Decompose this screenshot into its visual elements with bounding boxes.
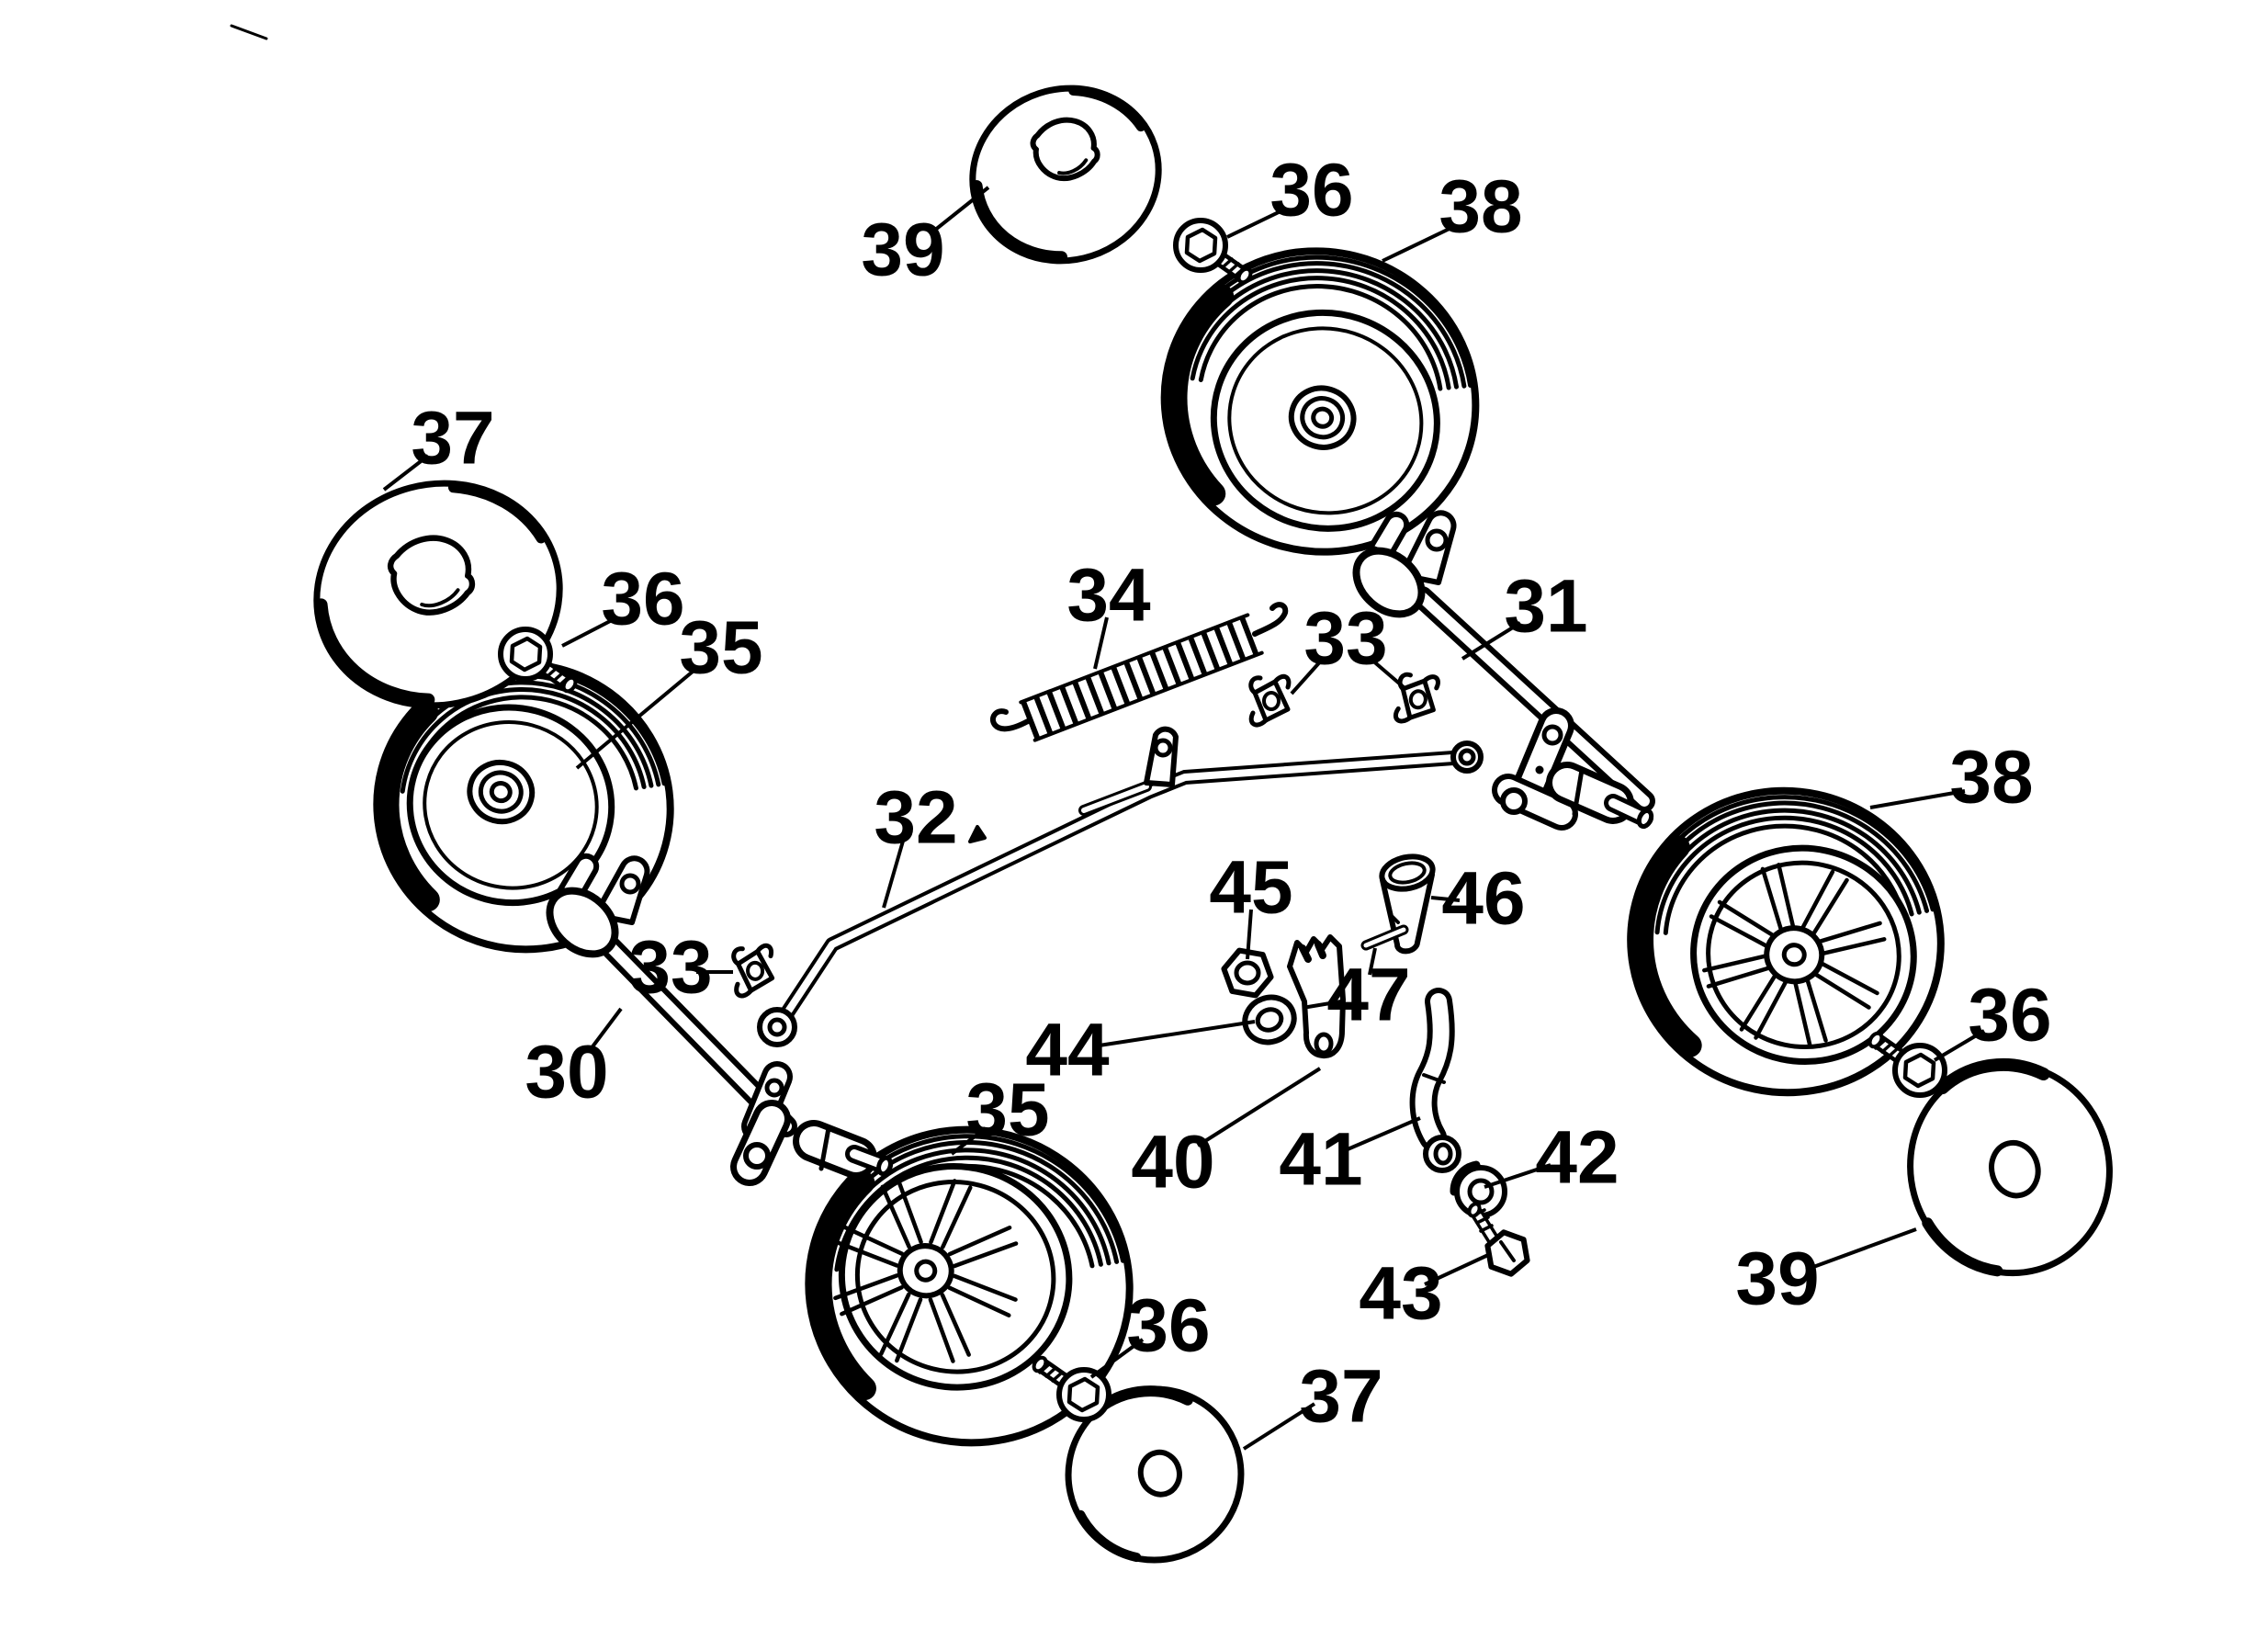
callout-label-30: 30: [525, 1031, 608, 1114]
callout-label-43: 43: [1359, 1252, 1442, 1336]
callout-label-45: 45: [1209, 846, 1292, 930]
leader-line-36: [1933, 1029, 1986, 1062]
leader-line-46: [1430, 896, 1461, 902]
callout-label-37: 37: [411, 397, 494, 480]
part-35-front-wheel-left: [344, 631, 702, 982]
part-38-rear-wheel-top: [1125, 210, 1515, 592]
part-32-adjuster-rod: [757, 726, 1484, 1047]
part-40-forked-lever: [1287, 934, 1346, 1059]
leader-line-33: [1290, 657, 1325, 695]
callout-label-46: 46: [1441, 857, 1525, 941]
callout-label-42: 42: [1535, 1116, 1619, 1200]
stray-mark: [230, 24, 268, 40]
part-43-hex-bolt: [1467, 1202, 1530, 1277]
leader-line-33: [1369, 657, 1405, 689]
leader-line-41: [1347, 1116, 1421, 1151]
callout-label-38: 38: [1439, 165, 1522, 249]
callout-label-41: 41: [1279, 1118, 1362, 1202]
leader-line-42: [1484, 1163, 1551, 1189]
part-39-hubcap-bottom: [1907, 1057, 2113, 1277]
part-35-front-wheel-bottom: [773, 1093, 1165, 1478]
callout-label-32: 32: [874, 776, 957, 860]
callout-label-40: 40: [1131, 1121, 1214, 1204]
part-41-curved-lever: [1409, 988, 1461, 1173]
callout-label-35: 35: [965, 1068, 1049, 1152]
leader-line-38: [1382, 224, 1456, 263]
callout-label-34: 34: [1066, 554, 1151, 638]
part-39-hubcap-top: [969, 85, 1162, 265]
callout-label-37: 37: [1299, 1355, 1382, 1439]
callout-label-39: 39: [1735, 1238, 1819, 1321]
leader-line-36: [561, 616, 618, 648]
leader-line-44: [1092, 1020, 1256, 1048]
hub: [897, 1243, 954, 1299]
callout-label-36: 36: [601, 558, 684, 641]
callout-label-38: 38: [1949, 736, 2033, 820]
callout-label-39: 39: [861, 209, 944, 292]
leader-line-39: [1805, 1227, 1917, 1272]
callout-label-36: 36: [1126, 1284, 1210, 1368]
callout-label-35: 35: [679, 606, 762, 690]
leader-line-30: [589, 1007, 623, 1051]
leader-line-35: [950, 1126, 987, 1156]
callout-label-36: 36: [1269, 149, 1353, 232]
part-45-nut: [1221, 947, 1274, 999]
leader-line-47: [1368, 947, 1377, 976]
leader-line-36: [1089, 1338, 1145, 1379]
part-38-rear-wheel-right: [1603, 762, 1969, 1121]
leader-line-35: [575, 665, 700, 770]
part-31-axle-arm-right: [1352, 510, 1655, 831]
callout-label-36: 36: [1968, 974, 2051, 1057]
part-30-axle-arm-left: [546, 853, 893, 1186]
part-37-hubcap-bottom: [1065, 1385, 1245, 1564]
leader-line-32: [882, 837, 906, 909]
leader-line-40: [1196, 1067, 1322, 1147]
callout-label-47: 47: [1326, 954, 1410, 1037]
leader-line-43: [1424, 1253, 1489, 1286]
leader-line-45: [1246, 909, 1253, 960]
callout-label-44: 44: [1025, 1009, 1110, 1092]
part-47-pin: [1360, 924, 1409, 951]
callout-label-33: 33: [1303, 597, 1387, 681]
leader-line-31: [1461, 621, 1522, 661]
hub: [1764, 925, 1825, 985]
leader-line-34: [1093, 616, 1109, 670]
leader-line-37: [382, 454, 430, 492]
part-44-washer: [1242, 994, 1297, 1046]
leader-line-38: [1869, 789, 1966, 809]
callout-label-31: 31: [1504, 565, 1587, 649]
leader-line-36: [1226, 208, 1285, 239]
part-34-spring: [989, 602, 1289, 742]
leader-line-39: [928, 186, 990, 236]
callout-label-33: 33: [628, 926, 712, 1010]
leader-line-37: [1242, 1402, 1316, 1451]
